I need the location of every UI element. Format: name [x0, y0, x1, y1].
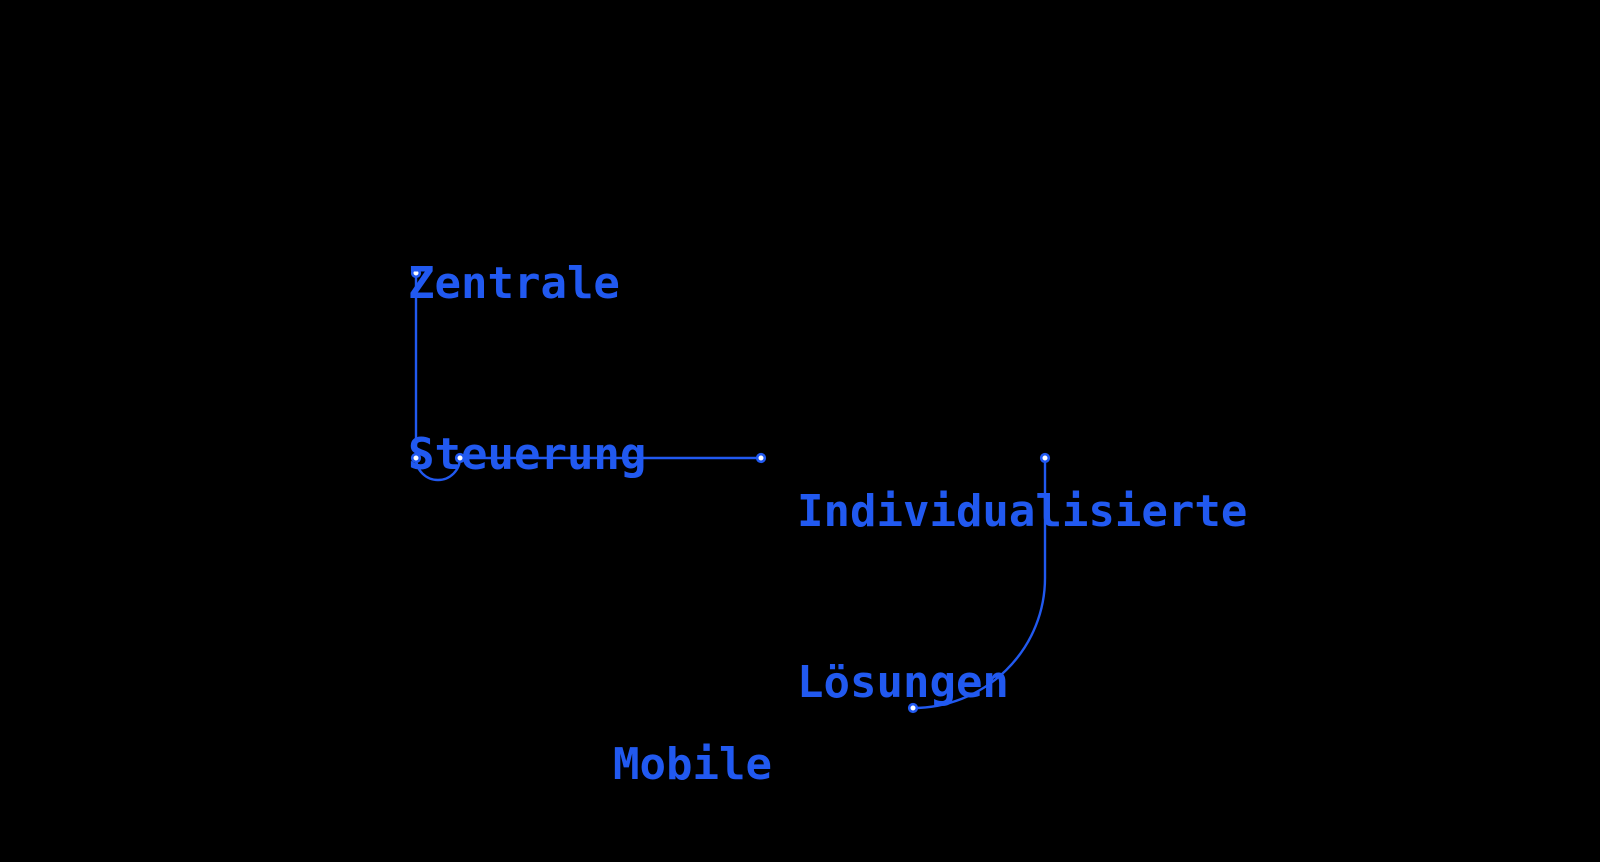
label-zentrale-steuerung: Zentrale Steuerung — [408, 141, 646, 597]
label-zentrale-steuerung-line2: Steuerung — [408, 429, 647, 480]
label-individualisierte-loesungen: Individualisierte Lösungen — [797, 369, 1247, 825]
connector-dot-mobile — [907, 702, 919, 714]
label-individualisierte-loesungen-line1: Individualisierte — [797, 486, 1248, 537]
connector-dot-solutions-left — [755, 452, 767, 464]
label-zentrale-steuerung-line1: Zentrale — [408, 258, 620, 309]
connector-dot-solutions-right — [1039, 452, 1051, 464]
label-mobile-sicherheit: Mobile Sicherheit — [613, 622, 878, 862]
label-individualisierte-loesungen-line2: Lösungen — [797, 657, 1009, 708]
connector-curve-to-mobile — [912, 458, 1047, 710]
label-mobile-sicherheit-line1: Mobile — [613, 739, 772, 790]
connector-dot-central-top — [410, 267, 422, 279]
connector-dot-hop-end — [454, 452, 466, 464]
connector-dot-central-bottom — [410, 452, 422, 464]
connector-hop-arc — [414, 457, 462, 482]
